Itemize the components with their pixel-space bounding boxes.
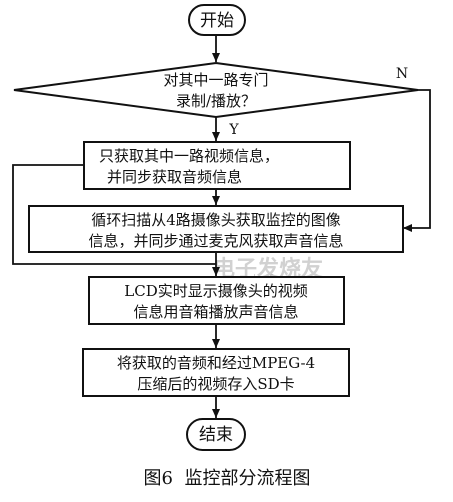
step3-line-1: LCD实时显示摄像头的视频 (124, 282, 307, 300)
step1-line-2: 并同步获取音频信息 (107, 168, 242, 186)
step1-box: 只获取其中一路视频信息， 并同步获取音频信息 (83, 141, 351, 190)
step3-box: LCD实时显示摄像头的视频 信息用音箱播放声音信息 (88, 276, 345, 325)
figure-caption: 图6 监控部分流程图 (144, 468, 311, 489)
step4-line-2: 压缩后的视频存入SD卡 (137, 375, 294, 393)
start-label: 开始 (200, 11, 234, 31)
end-label: 结束 (199, 425, 233, 445)
step1-line-1: 只获取其中一路视频信息， (99, 147, 279, 165)
decision-line-2: 录制/播放？ (176, 92, 256, 110)
step2-line-1: 循环扫描从4路摄像头获取监控的图像 (91, 211, 341, 229)
step2-box: 循环扫描从4路摄像头获取监控的图像 信息，并同步通过麦克风获取声音信息 (28, 205, 404, 253)
connectors (12, 35, 431, 418)
arrow-decision-no (403, 89, 431, 232)
branch-no-label: N (396, 66, 408, 82)
loop-back-line (12, 164, 216, 265)
step3-line-2: 信息用音箱播放声音信息 (133, 303, 298, 321)
start-terminator: 开始 (188, 4, 246, 36)
decision-line-1: 对其中一路专门 (163, 71, 268, 89)
step4-line-1: 将获取的音频和经过MPEG-4 (117, 354, 315, 372)
branch-yes-label: Y (228, 122, 239, 138)
end-terminator: 结束 (186, 418, 246, 451)
decision-diamond: 对其中一路专门 录制/播放？ N Y (13, 61, 419, 138)
step4-box: 将获取的音频和经过MPEG-4 压缩后的视频存入SD卡 (82, 348, 350, 397)
step2-line-2: 信息，并同步通过麦克风获取声音信息 (88, 232, 343, 250)
